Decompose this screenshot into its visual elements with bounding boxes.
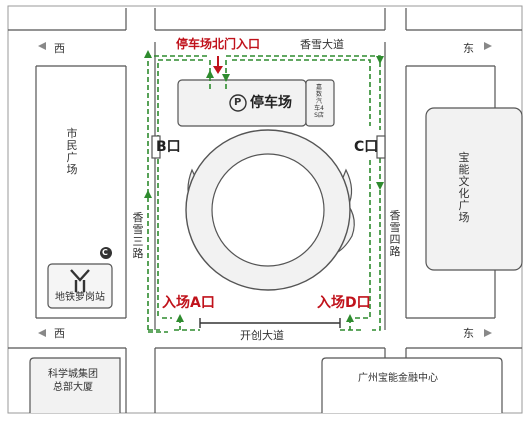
west-road-label: 香雪三路 xyxy=(132,211,144,260)
se-building-block xyxy=(321,357,503,413)
road-divider xyxy=(199,318,341,328)
east-label-bottom: 东 xyxy=(463,327,474,340)
south-road-label: 开创大道 xyxy=(240,329,284,342)
parking-title: 停车场 xyxy=(250,95,292,111)
gate-b-label: B口 xyxy=(156,139,181,155)
west-label-top: 西 xyxy=(54,42,65,55)
north-road-label: 香雪大道 xyxy=(300,38,344,51)
metro-station-label: 地铁萝岗站 xyxy=(55,292,105,303)
metro-station-block xyxy=(47,263,113,309)
parking-symbol: P xyxy=(234,97,242,108)
se-building-label: 广州宝能金融中心 xyxy=(358,373,438,384)
gate-markers xyxy=(151,135,386,159)
east-plaza-label: 宝能文化广场 xyxy=(458,151,470,224)
stadium xyxy=(185,129,355,291)
parking-north-entrance-label: 停车场北门入口 xyxy=(176,37,261,51)
east-arrow-bottom xyxy=(484,329,492,337)
north-entrance-arrow xyxy=(213,66,223,74)
west-plaza-label: 市民广场 xyxy=(66,127,78,176)
east-arrow-top xyxy=(484,42,492,50)
west-label-bottom: 西 xyxy=(54,327,65,340)
parking-icon-ring xyxy=(229,94,247,112)
metro-icon xyxy=(70,269,90,292)
sw-building-label: 科学城集团 总部大厦 xyxy=(48,369,98,393)
east-label-top: 东 xyxy=(463,42,474,55)
east-road-label: 香雪四路 xyxy=(389,209,401,258)
sw-building-block xyxy=(29,357,121,413)
entry-a-label: 入场A口 xyxy=(162,295,215,311)
route-arrows xyxy=(144,50,384,322)
metro-badge-circle xyxy=(100,247,112,259)
dealer-block xyxy=(305,79,335,127)
entry-d-label: 入场D口 xyxy=(317,295,371,311)
west-arrow-top xyxy=(38,42,46,50)
west-arrow-bottom xyxy=(38,329,46,337)
gate-c-label: C口 xyxy=(354,139,379,155)
metro-badge-text: C xyxy=(102,248,108,257)
dealer-label: 嘉数汽车4S店 xyxy=(314,84,324,119)
direction-arrows xyxy=(38,42,492,337)
east-plaza-block xyxy=(425,107,523,271)
